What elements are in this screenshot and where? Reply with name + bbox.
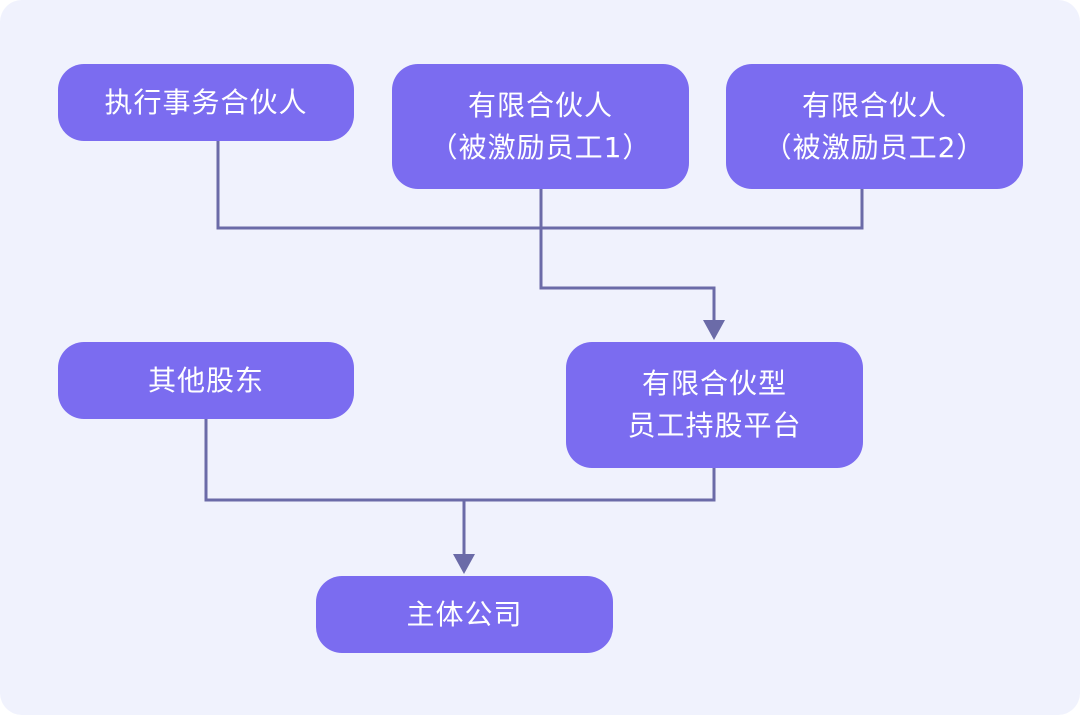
- main-company-label: 主体公司: [406, 597, 523, 631]
- main-company-node: 主体公司: [316, 576, 613, 653]
- arrowhead-to-main-company: [453, 554, 475, 574]
- shareholding-platform-title: 有限合伙型: [641, 367, 787, 400]
- other-shareholders-node: 其他股东: [58, 342, 354, 419]
- other-shareholders-label: 其他股东: [147, 363, 264, 397]
- executive-partner-label: 执行事务合伙人: [104, 85, 308, 119]
- limited-partner-2-node: 有限合伙人 （被激励员工2）: [726, 64, 1023, 189]
- connector-other-shareholders: [204, 419, 716, 502]
- limited-partner-2-subtitle: （被激励员工2）: [763, 130, 986, 164]
- shareholding-platform-node: 有限合伙型 员工持股平台: [566, 342, 863, 468]
- limited-partner-2-title: 有限合伙人: [801, 88, 947, 122]
- arrowhead-to-platform: [703, 320, 725, 340]
- limited-partner-1-title: 有限合伙人: [467, 88, 613, 122]
- shareholding-platform-subtitle: 员工持股平台: [627, 409, 802, 442]
- limited-partner-1-node: 有限合伙人 （被激励员工1）: [392, 64, 689, 189]
- limited-partner-1-subtitle: （被激励员工1）: [429, 130, 652, 164]
- executive-partner-node: 执行事务合伙人: [58, 64, 354, 141]
- connector-limited-partner-1: [539, 189, 716, 322]
